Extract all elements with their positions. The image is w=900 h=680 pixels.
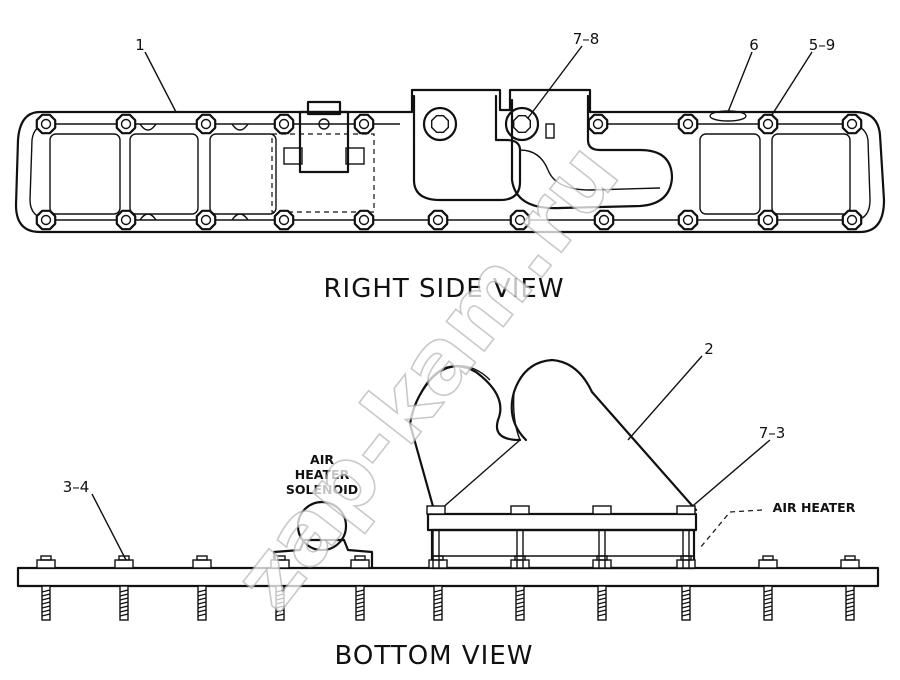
solenoid-body <box>298 110 350 174</box>
manifold-bottom-plate <box>16 566 880 588</box>
leader-2 <box>627 355 703 441</box>
leader-3-4 <box>91 493 127 561</box>
solenoid-terminal <box>318 118 330 130</box>
stud-bolt <box>676 555 696 621</box>
air-heater-bolt <box>676 505 696 568</box>
stud-bolt <box>428 555 448 621</box>
leader-air-heater <box>699 509 763 549</box>
manifold-flange-outline <box>14 88 886 234</box>
bolt-head <box>841 209 863 231</box>
air-heater-ring-right <box>510 358 698 512</box>
air-heater-body-side <box>409 423 521 511</box>
stud-bolt <box>840 555 860 621</box>
bolt-head <box>273 209 295 231</box>
right-side-view-title: RIGHT SIDE VIEW <box>323 274 564 304</box>
stud-bolt <box>350 555 370 621</box>
callout-3-4: 3–4 <box>63 478 90 496</box>
right-side-view <box>14 45 886 234</box>
solenoid-cylinder <box>296 500 348 552</box>
port-window-1 <box>49 133 121 215</box>
port-window-2 <box>129 133 199 215</box>
callout-6: 6 <box>749 36 759 54</box>
bottom-view-title: BOTTOM VIEW <box>335 641 534 671</box>
stud-bolt <box>36 555 56 621</box>
gasket-ellipse <box>709 110 747 122</box>
flange-inner-line <box>29 123 871 221</box>
elbow-bolt <box>504 106 540 142</box>
callout-2: 2 <box>704 340 714 358</box>
callout-7-8: 7–8 <box>573 30 600 48</box>
port-window-3 <box>209 133 277 215</box>
bolt-head <box>35 209 57 231</box>
stud-bolt <box>114 555 134 621</box>
solenoid-cap <box>306 100 342 116</box>
bolt-head <box>273 113 295 135</box>
bolt-head <box>353 209 375 231</box>
leader-7-3 <box>687 439 771 511</box>
elbow-housing-right <box>510 94 674 210</box>
bolt-head <box>427 209 449 231</box>
bolt-head <box>115 113 137 135</box>
air-heater-ring-right-inner <box>512 391 521 441</box>
stud-bolt <box>758 555 778 621</box>
bolt-head <box>757 113 779 135</box>
label-solenoid-line1: AIR <box>310 452 334 467</box>
bolt-head <box>593 209 615 231</box>
port-window-4 <box>699 133 761 215</box>
right-side-bolt-group <box>35 106 863 231</box>
bolt-head <box>353 113 375 135</box>
bottom-stud-group <box>36 505 860 621</box>
label-air-heater: AIR HEATER <box>773 500 856 515</box>
air-heater-spacer <box>430 528 696 570</box>
elbow-small-plug <box>545 123 555 139</box>
callout-5-9: 5–9 <box>809 36 836 54</box>
air-heater-bolt <box>510 505 530 568</box>
leader-5-9 <box>769 51 813 119</box>
stud-bolt <box>270 555 290 621</box>
watermark: zap-kam.ru <box>213 124 638 628</box>
air-heater-bolt <box>426 505 446 568</box>
solenoid-base <box>272 538 374 570</box>
stud-bolt <box>592 555 612 621</box>
stud-bolt <box>192 555 212 621</box>
port-window-5 <box>771 133 851 215</box>
elbow-inner-curve <box>519 149 661 191</box>
air-heater-bolt <box>592 505 612 568</box>
solenoid-nut-left <box>283 147 303 165</box>
leader-1 <box>144 51 177 113</box>
stud-bolt <box>510 555 530 621</box>
bolt-head <box>841 113 863 135</box>
label-solenoid-line3: SOLENOID <box>286 482 358 497</box>
leader-7-8 <box>527 45 583 119</box>
bolt-head <box>35 113 57 135</box>
flange-notches <box>139 123 249 221</box>
bolt-head <box>677 113 699 135</box>
solenoid-nut-right <box>345 147 365 165</box>
elbow-bolt <box>422 106 458 142</box>
label-solenoid-line2: HEATER <box>295 467 350 482</box>
bolt-head <box>115 209 137 231</box>
bolt-head <box>677 209 699 231</box>
bottom-view <box>16 355 880 621</box>
callout-1: 1 <box>135 36 145 54</box>
air-heater-ring-left-inner <box>409 365 491 425</box>
bolt-head <box>195 209 217 231</box>
bolt-head <box>757 209 779 231</box>
air-heater-plate <box>426 512 698 532</box>
leader-6 <box>727 51 753 113</box>
bolt-head <box>509 209 531 231</box>
callout-7-3: 7–3 <box>759 424 786 442</box>
bolt-head <box>195 113 217 135</box>
bolt-head <box>587 113 609 135</box>
